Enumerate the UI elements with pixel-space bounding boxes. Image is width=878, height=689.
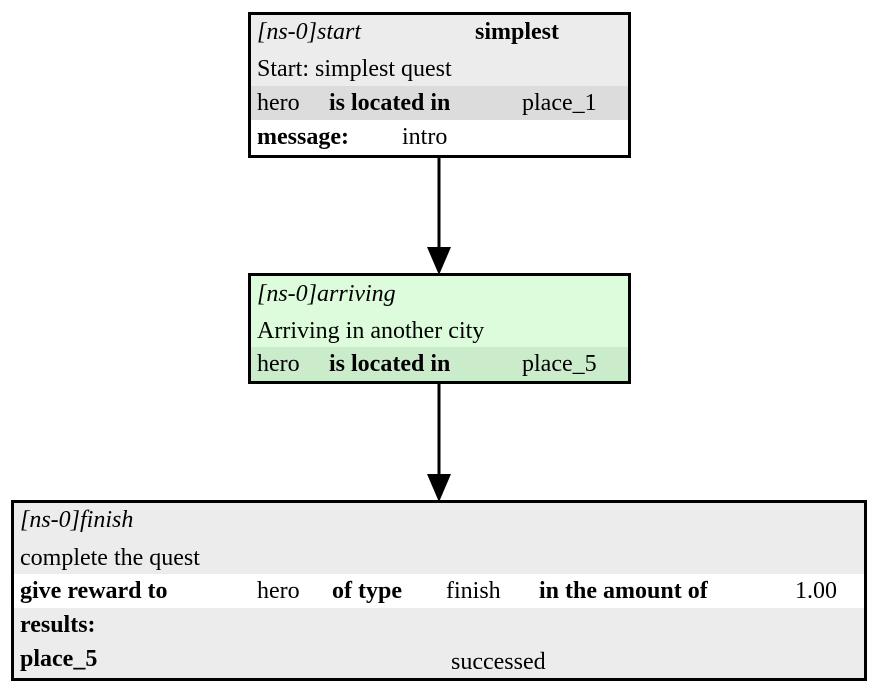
finish-caption: complete the quest <box>20 545 200 571</box>
finish-results-label: results: <box>20 612 96 638</box>
arriving-req-predicate: is located in <box>329 351 451 377</box>
arriving-caption-row: Arriving in another city <box>251 314 628 348</box>
finish-header-row: [ns-0]finish <box>14 503 864 537</box>
finish-action-target: hero <box>257 578 300 604</box>
start-message-value: intro <box>402 124 448 150</box>
start-node-id: [ns-0]start <box>257 19 362 45</box>
finish-results-row: results: <box>14 608 864 642</box>
arriving-req-object: place_5 <box>522 351 597 377</box>
start-req-subject: hero <box>257 90 300 116</box>
arriving-requirement-row: hero is located in place_5 <box>251 347 628 381</box>
start-caption: Start: simplest quest <box>257 56 452 82</box>
start-req-predicate: is located in <box>329 90 451 116</box>
finish-action-type-label: of type <box>332 578 402 604</box>
start-quest-name: simplest <box>475 19 559 45</box>
finish-action-row: give reward to hero of type finish in th… <box>14 574 864 608</box>
arriving-req-subject: hero <box>257 351 300 377</box>
node-finish[interactable]: [ns-0]finish complete the quest give rew… <box>11 500 867 681</box>
start-req-object: place_1 <box>522 90 597 116</box>
finish-action-amount-label: in the amount of <box>539 578 708 604</box>
finish-result-place: place_5 <box>20 646 98 672</box>
node-arriving[interactable]: [ns-0]arriving Arriving in another city … <box>248 273 631 384</box>
node-start[interactable]: [ns-0]start simplest Start: simplest que… <box>248 12 631 158</box>
edge-start-to-arriving <box>427 157 451 275</box>
finish-action-label: give reward to <box>20 578 168 604</box>
arriving-node-id: [ns-0]arriving <box>257 281 396 307</box>
start-header-row: [ns-0]start simplest <box>251 15 628 49</box>
finish-result-outcome: successed <box>451 649 546 675</box>
start-caption-row: Start: simplest quest <box>251 52 628 86</box>
edge-arriving-to-finish <box>427 383 451 502</box>
finish-result-row: place_5 successed <box>14 642 864 676</box>
arriving-header-row: [ns-0]arriving <box>251 277 628 311</box>
finish-action-type-value: finish <box>446 578 501 604</box>
finish-caption-row: complete the quest <box>14 541 864 575</box>
finish-action-amount-value: 1.00 <box>795 578 837 604</box>
start-message-label: message: <box>257 124 349 150</box>
start-requirement-row: hero is located in place_1 <box>251 86 628 120</box>
finish-node-id: [ns-0]finish <box>20 507 134 533</box>
start-message-row: message: intro <box>251 120 628 155</box>
arriving-caption: Arriving in another city <box>257 318 485 344</box>
